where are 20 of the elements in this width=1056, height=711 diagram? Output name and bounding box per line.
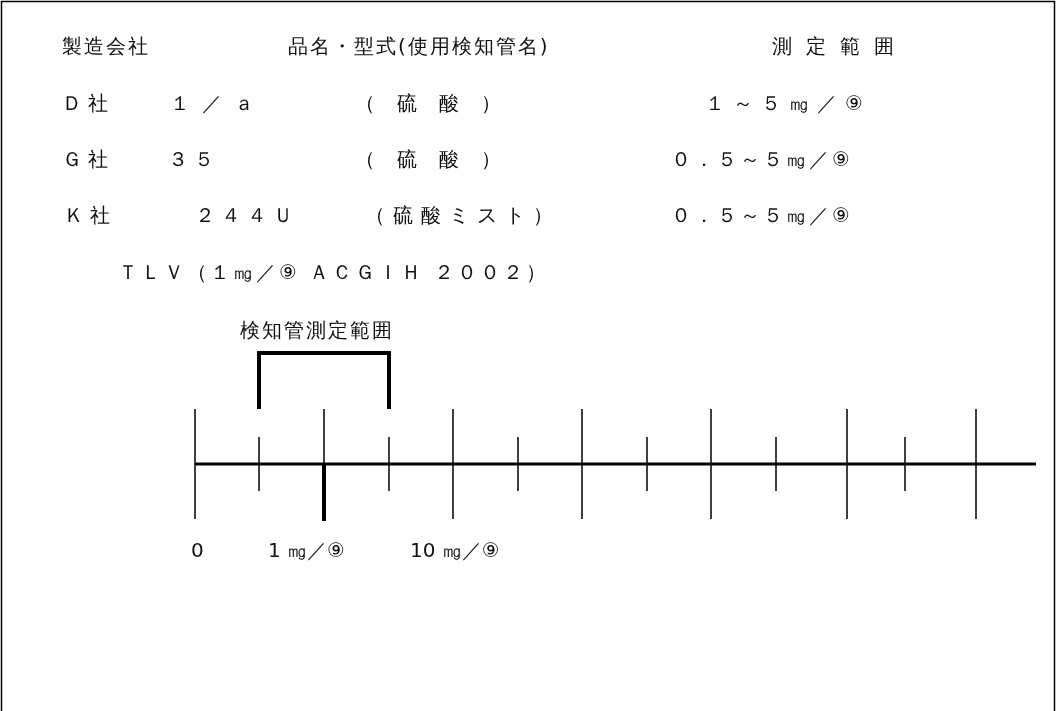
model-name: ３５: [168, 147, 220, 171]
measurement-range: ０．５～５㎎／⑨: [671, 147, 853, 171]
company-name: Ｋ社: [64, 203, 116, 227]
tlv-note: ＴＬＶ（１㎎／⑨ ＡＣＧＩＨ ２００２）: [118, 260, 549, 284]
company-name: Ｇ社: [62, 147, 114, 171]
measurement-range: ０．５～５㎎／⑨: [671, 203, 853, 227]
column-header: 製造会社: [62, 34, 150, 58]
measurement-range: １～５㎎／⑨: [705, 91, 871, 115]
gas-name: （硫酸）: [355, 91, 523, 115]
column-header: 測定範囲: [772, 34, 908, 58]
company-name: Ｄ社: [62, 91, 114, 115]
model-name: １／ａ: [170, 91, 266, 115]
gas-name: （硫酸）: [355, 147, 523, 171]
gas-name: （硫酸ミスト）: [365, 203, 561, 227]
scale-label: 10 ㎎／⑨: [410, 538, 500, 562]
scale-label: 1 ㎎／⑨: [268, 538, 345, 562]
range-label: 検知管測定範囲: [240, 318, 394, 342]
scale-label: 0: [191, 538, 204, 562]
model-name: ２４４Ｕ: [195, 203, 299, 227]
column-header: 品名・型式(使用検知管名): [288, 34, 550, 58]
